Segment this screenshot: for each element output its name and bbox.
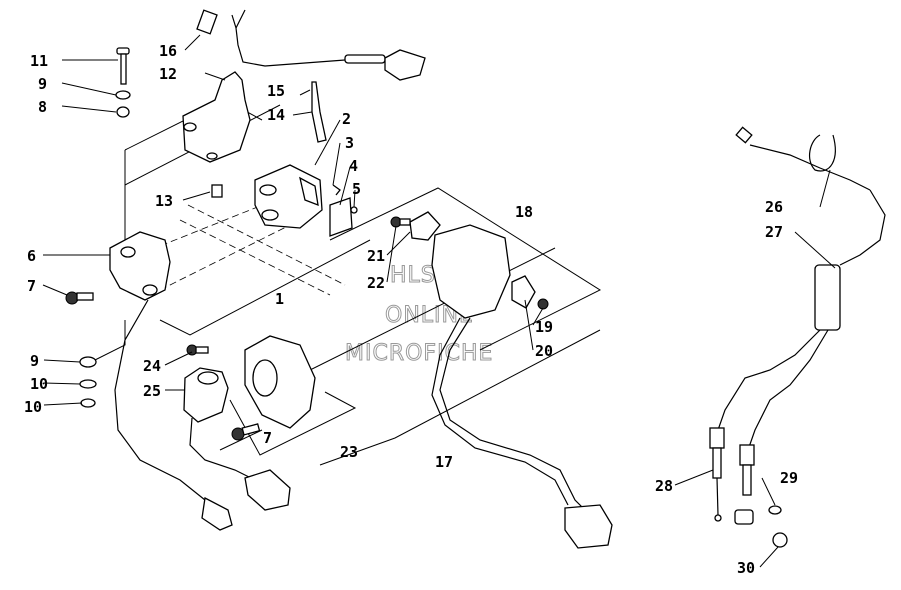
callout-12: 12 — [159, 65, 177, 83]
sensor-28 — [709, 427, 725, 522]
callout-29: 29 — [780, 469, 798, 487]
washer-9-top — [115, 90, 131, 100]
callout-25: 25 — [143, 382, 161, 400]
plate-4 — [329, 197, 353, 237]
sensor-29 — [739, 444, 755, 496]
screw-19 — [537, 298, 549, 310]
callout-24: 24 — [143, 357, 161, 375]
callout-7-top: 7 — [27, 277, 36, 295]
switch-25-wire — [189, 417, 256, 481]
callout-5: 5 — [352, 180, 361, 198]
callout-1: 1 — [275, 290, 284, 308]
cover-21 — [409, 211, 441, 241]
harness-27 — [717, 189, 886, 451]
harness-17-b — [431, 317, 569, 506]
screw-22 — [390, 216, 411, 228]
washer-8-top — [116, 106, 130, 118]
clamp-wire — [114, 299, 206, 501]
callout-20: 20 — [535, 342, 553, 360]
callout-18: 18 — [515, 203, 533, 221]
callout-3: 3 — [345, 134, 354, 152]
callout-8-bottom: 9 — [30, 352, 39, 370]
harness-15 — [231, 9, 426, 81]
fitting-29 — [734, 509, 754, 525]
housing-23 — [244, 335, 316, 429]
watermark-line3: MICROFICHE — [345, 341, 493, 366]
oring-30 — [772, 532, 788, 548]
control-18 — [431, 224, 511, 319]
callout-8-top: 8 — [38, 98, 47, 116]
nut-10 — [80, 398, 96, 408]
callout-9-top: 9 — [38, 75, 47, 93]
callout-16: 16 — [159, 42, 177, 60]
clamp-connector — [201, 497, 233, 531]
screw-24 — [186, 344, 209, 356]
callout-10: 10 — [24, 398, 42, 416]
callout-2: 2 — [342, 110, 351, 128]
callout-23: 23 — [340, 443, 358, 461]
washer-8-bottom — [79, 356, 97, 368]
callout-labels: 11 9 8 16 12 15 14 2 3 4 5 13 6 7 1 9 10… — [24, 42, 798, 577]
harness-17-connector — [564, 504, 613, 549]
clamp-6 — [109, 231, 171, 301]
callout-15: 15 — [267, 82, 285, 100]
callout-22: 22 — [367, 274, 385, 292]
callout-28: 28 — [655, 477, 673, 495]
callout-19: 19 — [535, 318, 553, 336]
screw-7-top — [65, 291, 94, 305]
switch-housing-2 — [254, 164, 323, 229]
probe-26 — [735, 126, 871, 191]
tie-14 — [311, 81, 327, 143]
leader-lines — [42, 34, 836, 568]
tag-16 — [196, 9, 218, 35]
washer-9-bottom — [79, 379, 97, 389]
callout-9-bottom: 10 — [30, 375, 48, 393]
spring-3 — [332, 184, 341, 196]
callout-11: 11 — [30, 52, 48, 70]
callout-30: 30 — [737, 559, 755, 577]
clip-29 — [768, 505, 782, 515]
screw-5 — [350, 206, 358, 214]
bolt-11 — [116, 47, 130, 85]
knob-18 — [511, 275, 536, 309]
clip-13 — [211, 184, 223, 198]
switch-25-connector — [244, 469, 291, 511]
callout-13: 13 — [155, 192, 173, 210]
callout-26: 26 — [765, 198, 783, 216]
callout-6: 6 — [27, 247, 36, 265]
callout-4: 4 — [349, 157, 358, 175]
callout-7-bottom: 7 — [263, 429, 272, 447]
callout-27: 27 — [765, 223, 783, 241]
callout-17: 17 — [435, 453, 453, 471]
bracket-12 — [182, 71, 251, 163]
screw-7-bottom — [231, 423, 261, 441]
callout-14: 14 — [267, 106, 285, 124]
callout-21: 21 — [367, 247, 385, 265]
harness-17-a — [439, 317, 586, 511]
